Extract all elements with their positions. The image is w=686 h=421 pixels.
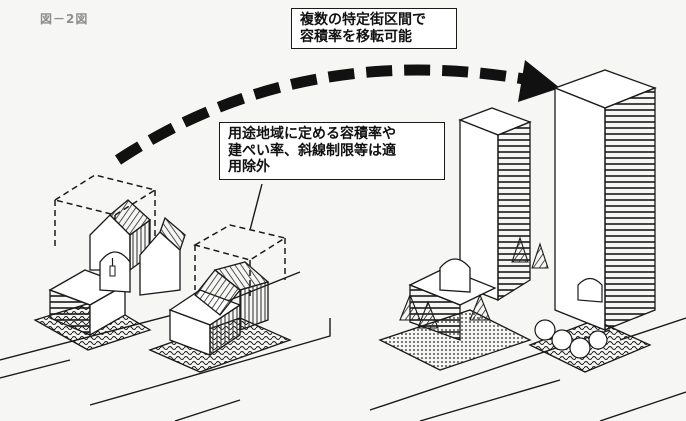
- right-block-1: [378, 107, 549, 371]
- figure-label: 図－2図: [40, 12, 89, 26]
- arrow-head: [518, 60, 560, 102]
- exemption-callout: 用途地域に定める容積率や 建ぺい率、斜線制限等は適 用除外: [219, 122, 445, 180]
- transfer-callout: 複数の特定街区間で 容積率を移転可能: [291, 8, 457, 50]
- callout-line: 容積率を移転可能: [300, 28, 412, 45]
- callout-line: 用途地域に定める容積率や: [228, 126, 396, 142]
- transfer-arrow: [114, 60, 560, 165]
- left-block-1: [33, 174, 186, 351]
- trees: [399, 236, 549, 329]
- callout-line: 建ぺい率、斜線制限等は適: [228, 142, 396, 159]
- callout-line: 用除外: [228, 159, 270, 176]
- callout-line: 複数の特定街区間で: [300, 12, 426, 28]
- left-block-2: [148, 224, 292, 373]
- round-trees: [534, 277, 608, 359]
- right-block-2: [528, 69, 657, 373]
